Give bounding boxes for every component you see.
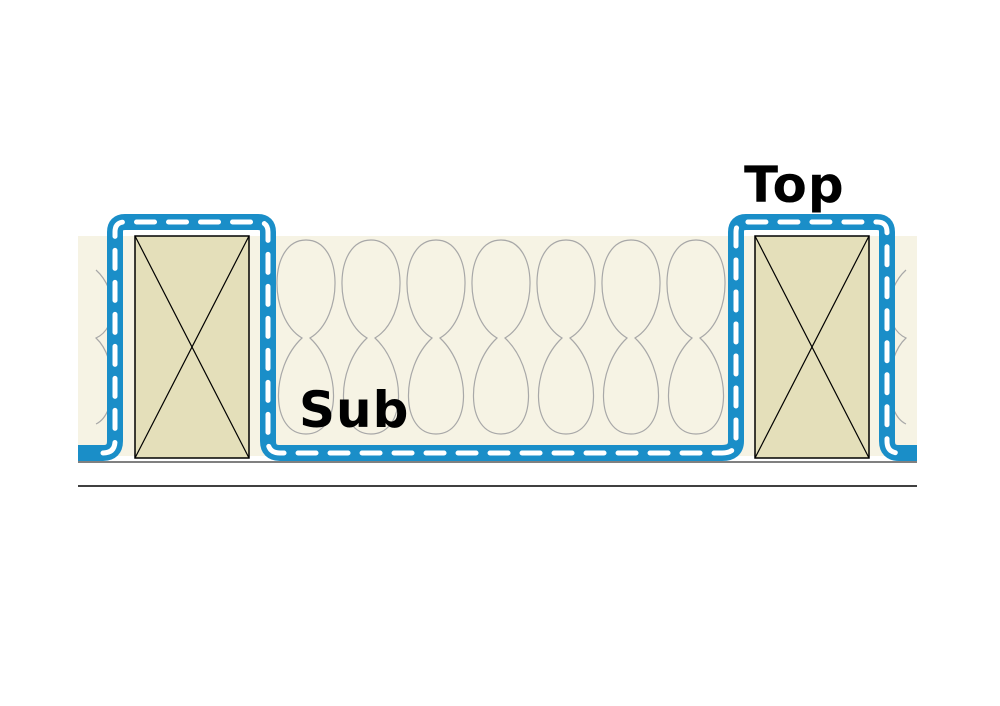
insulation-batt bbox=[536, 239, 596, 435]
insulation-batt bbox=[406, 239, 466, 435]
label-sub: Sub bbox=[299, 381, 410, 439]
insulation-batt bbox=[666, 239, 726, 435]
insulation-batt bbox=[601, 239, 661, 435]
stud-right bbox=[754, 235, 870, 459]
stud-left bbox=[134, 235, 250, 459]
insulation-batt bbox=[341, 239, 401, 435]
insulation-batt bbox=[276, 239, 336, 435]
membrane bbox=[78, 214, 917, 461]
insulation-batt bbox=[471, 239, 531, 435]
label-top: Top bbox=[744, 156, 845, 214]
